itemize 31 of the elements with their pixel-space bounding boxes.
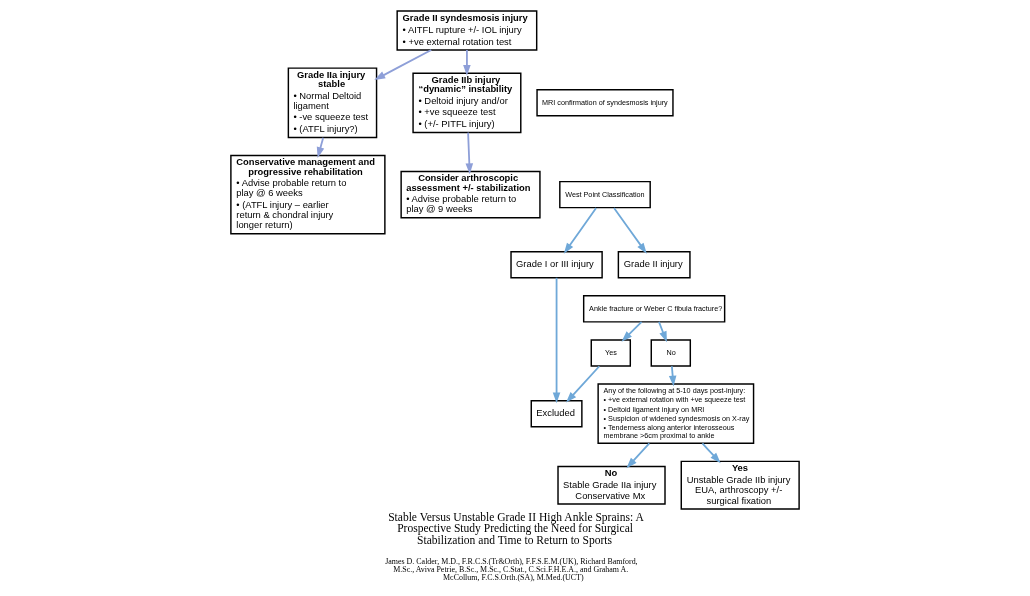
node-box: Ankle fracture or Weber C fibula fracture?: [582, 295, 726, 323]
arrow: [701, 442, 721, 464]
node-box: Grade IIb injury “dynamic” instability • Deltoid injury and/or • +ve squeeze test • (+/- PITFL injury): [412, 72, 522, 134]
node-box: Grade IIa injury stable • Normal Deltoid ligament • -ve squeeze test • (ATFL injury?): [287, 67, 378, 139]
arrow: [552, 276, 561, 404]
node-box: Any of the following at 5-10 days post-injury: • +ve external rotation with +ve squeeze test • Deltoid ligament injury on MRI • Suspicion of widened syndesmosis on X-ray • Tenderness along anterior interosseous membrane >6cm proximal to ankle: [597, 383, 755, 445]
arrow: [613, 207, 647, 254]
arrow: [463, 49, 471, 76]
arrow: [668, 365, 677, 387]
node-box: Grade II injury: [617, 251, 691, 279]
node-box: Conservative management and progressive rehabilitation • Advise probable return to play @ 6 weeks • (ATFL injury – earlier return & chondral injury longer return): [230, 154, 386, 235]
node-box: No: [650, 339, 692, 367]
arrow: [465, 131, 474, 175]
node-box: Consider arthroscopic assessment +/- stabilization • Advise probable return to play @ 9 weeks: [400, 170, 541, 219]
arrow: [626, 442, 651, 469]
node-box: Grade I or III injury: [510, 251, 603, 279]
arrow: [566, 365, 601, 403]
node-box: Yes Unstable Grade IIb injury EUA, arthroscopy +/- surgical fixation: [680, 460, 800, 510]
arrow: [374, 49, 433, 81]
diagram-title: Stable Versus Unstable Grade II High Ankle Sprains: A Prospective Study Predicting the Need for Surgical Stabilization and Time to Return to Sports: [388, 510, 644, 547]
node-box: Yes: [590, 339, 632, 367]
node-box: MRI confirmation of syndesmosis injury: [536, 89, 674, 117]
arrow: [563, 207, 598, 254]
node-box: No Stable Grade IIa injury Conservative Mx: [557, 465, 666, 505]
node-box: Grade II syndesmosis injury • AITFL rupture +/- IOL injury • +ve external rotation test: [396, 10, 538, 51]
caption: James D. Calder, M.D., F.R.C.S.(Tr&Orth), F.F.S.E.M.(UK), Richard Bamford, M.Sc., Aviva Petrie, B.Sc., M.Sc., C.Stat., C.Sci.F.H.E.A., and Graham A. McCollum, F.C.S.Orth.(SA), M.Med.(UCT): [385, 556, 638, 582]
arrow: [316, 136, 325, 159]
node-box: West Point Classification: [559, 180, 651, 209]
arrow: [621, 321, 643, 342]
arrow: [658, 321, 667, 343]
node-box: Excluded: [530, 399, 583, 428]
